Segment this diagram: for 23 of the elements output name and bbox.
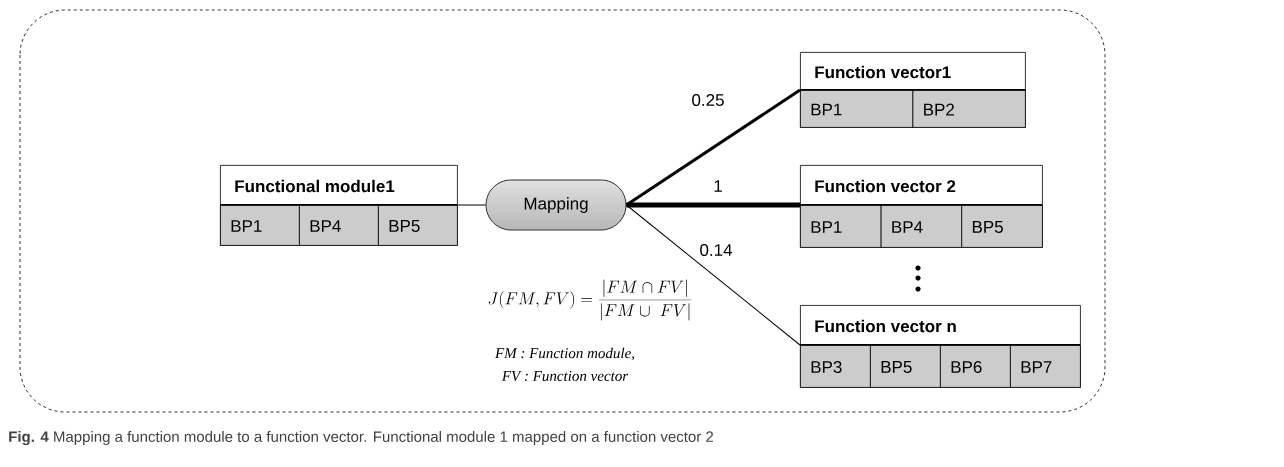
- figure-caption: Fig. 4 Mapping a function module to a function vector. Functional module 1 mapped on a function vector 2: [9, 431, 714, 446]
- table-cell: BP6: [940, 345, 1011, 388]
- table-cell: BP5: [961, 205, 1043, 248]
- edge-label: 0.25: [690, 93, 726, 107]
- table-cell: BP2: [912, 90, 1026, 128]
- edge-label: 0.14: [698, 243, 734, 257]
- connector-line: [457, 204, 487, 206]
- table-cell: BP1: [800, 90, 914, 128]
- connector-line: [626, 202, 800, 208]
- process-pill: Mapping: [485, 179, 627, 231]
- formula: $J(FM,FV) = \frac{|FM \cap FV|}{|FM \cup\ FV|}$: [488, 279, 692, 321]
- legend-note: FV : Function vector: [501, 370, 629, 382]
- table-cell: BP5: [378, 205, 458, 246]
- table-cell: BP4: [299, 205, 379, 246]
- edge-label: 1: [712, 179, 724, 193]
- table-cell: BP7: [1010, 345, 1081, 388]
- table-cell: BP5: [870, 345, 941, 388]
- table-cell: BP1: [220, 205, 300, 246]
- connector-line: [625, 204, 801, 346]
- table-cell: BP1: [800, 205, 882, 248]
- table-cell: BP4: [880, 205, 963, 248]
- legend-note: FM : Function module,: [494, 347, 635, 361]
- table-cell: BP3: [800, 345, 871, 388]
